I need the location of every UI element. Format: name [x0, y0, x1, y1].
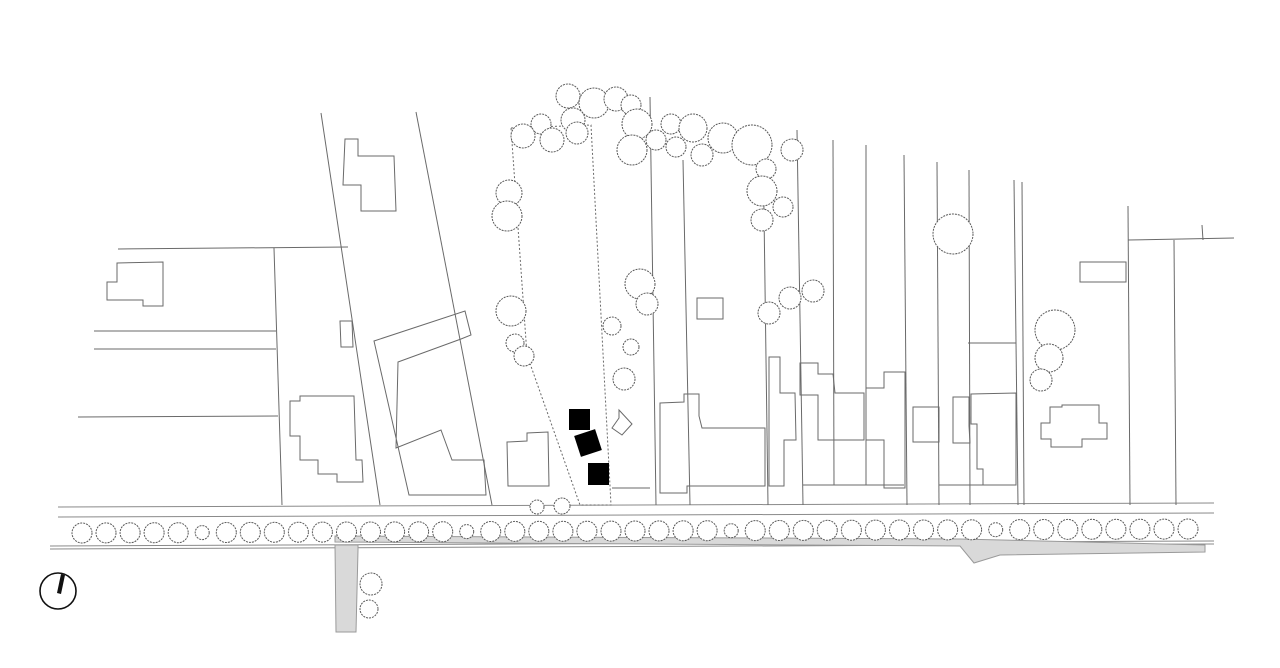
street-tree: [792, 519, 814, 541]
street-tree: [311, 521, 333, 543]
street-tree: [360, 521, 381, 543]
street-tree: [624, 520, 646, 542]
street-tree: [1153, 518, 1175, 540]
street-tree: [1105, 518, 1127, 540]
street-tree: [576, 520, 598, 542]
street-tree: [864, 519, 886, 541]
building: [768, 356, 797, 487]
building: [865, 371, 906, 489]
street-tree: [988, 522, 1004, 538]
street-tree: [889, 519, 910, 541]
street-tree: [432, 521, 454, 543]
street-tree: [1033, 519, 1055, 540]
building: [912, 406, 940, 443]
street-tree: [961, 519, 983, 541]
building: [1079, 261, 1127, 283]
street-tree: [768, 520, 790, 541]
street-tree: [1009, 519, 1031, 541]
street-tree: [459, 524, 475, 540]
street-tree: [287, 521, 309, 543]
building: [799, 362, 865, 441]
building: [373, 310, 487, 496]
street-tree: [215, 522, 237, 543]
building: [339, 320, 354, 348]
street-tree: [95, 522, 117, 544]
street-tree: [600, 520, 622, 542]
buildings: [106, 138, 1127, 496]
street-tree: [913, 519, 934, 541]
building: [1040, 404, 1108, 448]
street-tree: [937, 519, 959, 541]
street-tree: [1177, 518, 1199, 540]
sidewalk: [334, 535, 1206, 564]
street-tree: [504, 520, 526, 542]
street-tree: [194, 525, 210, 541]
project-building: [569, 409, 590, 430]
street-tree: [239, 521, 261, 543]
street-tree: [1081, 518, 1103, 540]
project-building: [574, 429, 602, 457]
building: [970, 392, 1017, 486]
north-arrow-icon: [39, 572, 77, 610]
street-tree: [648, 520, 670, 542]
building: [659, 393, 766, 494]
street-tree: [263, 521, 285, 543]
building: [506, 431, 550, 487]
street-tree: [336, 521, 357, 543]
street-tree: [696, 520, 718, 542]
building: [696, 297, 724, 320]
street: [49, 502, 1215, 633]
street-tree-row: [71, 518, 1199, 544]
side-street: [334, 544, 359, 633]
street-tree: [528, 520, 550, 542]
street-tree: [480, 521, 502, 542]
street-tree: [672, 520, 694, 542]
building: [952, 396, 971, 444]
street-tree: [384, 521, 406, 543]
street-tree: [119, 522, 141, 544]
building: [289, 395, 364, 483]
street-tree: [167, 522, 189, 544]
street-tree: [552, 520, 574, 542]
street-tree: [143, 522, 165, 544]
building: [106, 261, 164, 307]
street-tree: [408, 521, 430, 543]
building: [611, 408, 633, 436]
trees: [359, 83, 1076, 619]
street-tree: [840, 519, 862, 541]
street-tree: [1057, 518, 1079, 540]
project-building: [588, 463, 609, 485]
street-tree: [1129, 518, 1151, 540]
street-tree: [723, 523, 739, 539]
street-tree: [816, 519, 838, 541]
street-tree: [744, 520, 766, 542]
street-tree: [71, 522, 93, 544]
building: [342, 138, 397, 212]
